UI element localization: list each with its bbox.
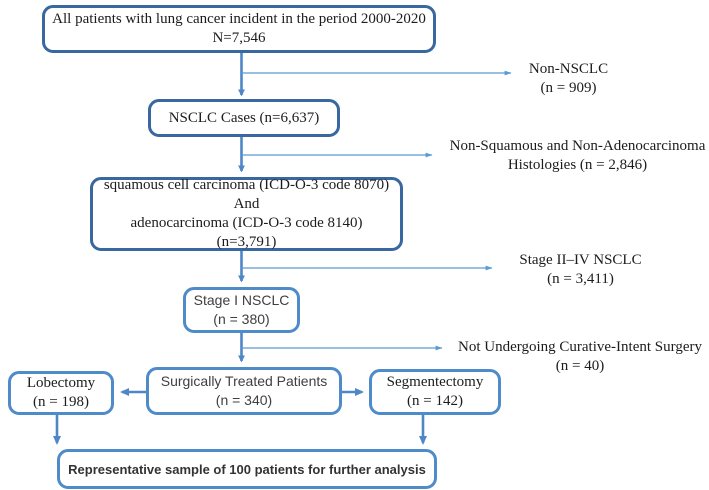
exclusion-text: (n = 40): [555, 358, 605, 374]
node-text: squamous cell carcinoma (ICD-O-3 code 80…: [103, 177, 390, 193]
node-text: And: [233, 196, 260, 212]
node-all-patients: All patients with lung cancer incident i…: [42, 5, 436, 53]
node-text: Segmentectomy: [386, 374, 484, 390]
node-surgically-treated: Surgically Treated Patients (n = 340): [146, 367, 342, 415]
exclusion-text: (n = 909): [540, 80, 597, 96]
node-text: NSCLC Cases (n=6,637): [168, 109, 320, 126]
node-text: N=7,546: [212, 30, 266, 46]
node-text: Stage I NSCLC: [193, 292, 290, 308]
node-text: adenocarcinoma (ICD-O-3 code 8140): [130, 215, 363, 231]
node-text: (n = 340): [215, 392, 273, 408]
exclusion-text: Non-Squamous and Non-Adenocarcinoma: [449, 138, 706, 154]
exclusion-non-nsclc: Non-NSCLC (n = 909): [496, 60, 641, 98]
node-lobectomy: Lobectomy (n = 198): [8, 371, 114, 415]
node-text: All patients with lung cancer incident i…: [52, 11, 426, 27]
exclusion-text: (n = 3,411): [547, 271, 614, 287]
exclusion-non-squamous: Non-Squamous and Non-Adenocarcinoma Hist…: [448, 137, 707, 175]
node-representative-sample: Representative sample of 100 patients fo…: [57, 449, 437, 489]
node-histology: squamous cell carcinoma (ICD-O-3 code 80…: [90, 177, 403, 251]
node-segmentectomy: Segmentectomy (n = 142): [369, 369, 501, 415]
node-text: (n = 380): [213, 311, 270, 327]
node-text: Representative sample of 100 patients fo…: [68, 461, 426, 477]
exclusion-stage-ii-iv: Stage II–IV NSCLC (n = 3,411): [498, 251, 663, 289]
node-text: Surgically Treated Patients: [160, 373, 328, 389]
exclusion-text: Not Undergoing Curative-Intent Surgery: [458, 339, 702, 355]
exclusion-text: Histologies (n = 2,846): [507, 157, 648, 173]
node-text: Lobectomy: [26, 375, 96, 391]
node-text: (n = 142): [407, 393, 463, 409]
node-text: (n = 198): [33, 394, 89, 410]
node-text: (n=3,791): [216, 234, 277, 250]
node-nsclc-cases: NSCLC Cases (n=6,637): [148, 99, 340, 137]
exclusion-text: Stage II–IV NSCLC: [519, 252, 642, 268]
exclusion-text: Non-NSCLC: [528, 61, 609, 77]
exclusion-no-surgery: Not Undergoing Curative-Intent Surgery (…: [453, 338, 707, 376]
node-stage-i: Stage I NSCLC (n = 380): [183, 287, 300, 333]
